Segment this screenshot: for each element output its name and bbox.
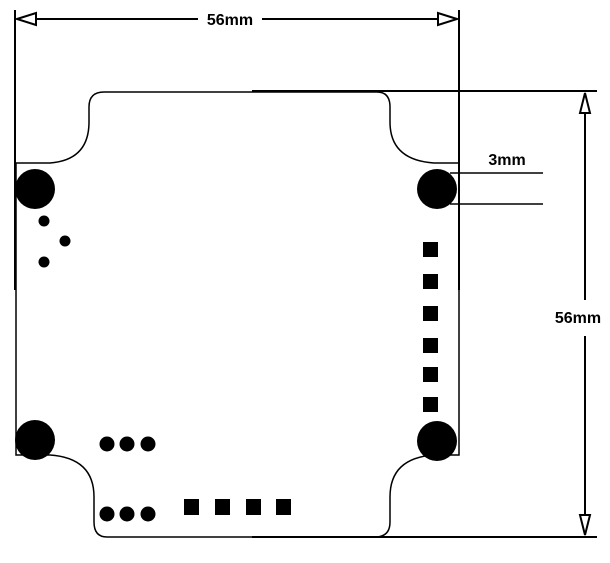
square-pad bbox=[423, 274, 438, 289]
round-pad bbox=[99, 436, 115, 452]
square-pad bbox=[246, 499, 261, 515]
square-pad bbox=[423, 367, 438, 382]
round-pad bbox=[99, 506, 115, 522]
height-dimension-line bbox=[578, 92, 592, 536]
round-pad bbox=[119, 436, 135, 452]
mounting-hole-top-left bbox=[15, 169, 55, 209]
square-pad bbox=[276, 499, 291, 515]
pad-dot bbox=[59, 235, 71, 247]
mounting-hole-bottom-right bbox=[417, 421, 457, 461]
mounting-hole-top-right bbox=[417, 169, 457, 209]
hole-dimension-label: 3mm bbox=[488, 152, 525, 169]
mounting-hole-bottom-left bbox=[15, 420, 55, 460]
pad-dot bbox=[38, 215, 50, 227]
pad-dot bbox=[38, 256, 50, 268]
width-dimension-line bbox=[13, 11, 461, 27]
square-pad bbox=[423, 242, 438, 257]
square-pad bbox=[184, 499, 199, 515]
round-pad bbox=[119, 506, 135, 522]
round-pad bbox=[140, 506, 156, 522]
height-dimension-label: 56mm bbox=[555, 310, 601, 327]
round-pad bbox=[140, 436, 156, 452]
square-pad bbox=[215, 499, 230, 515]
board-outline bbox=[15, 91, 460, 538]
square-pad bbox=[423, 306, 438, 321]
square-pad bbox=[423, 397, 438, 412]
width-dimension-label: 56mm bbox=[207, 12, 253, 29]
square-pad bbox=[423, 338, 438, 353]
